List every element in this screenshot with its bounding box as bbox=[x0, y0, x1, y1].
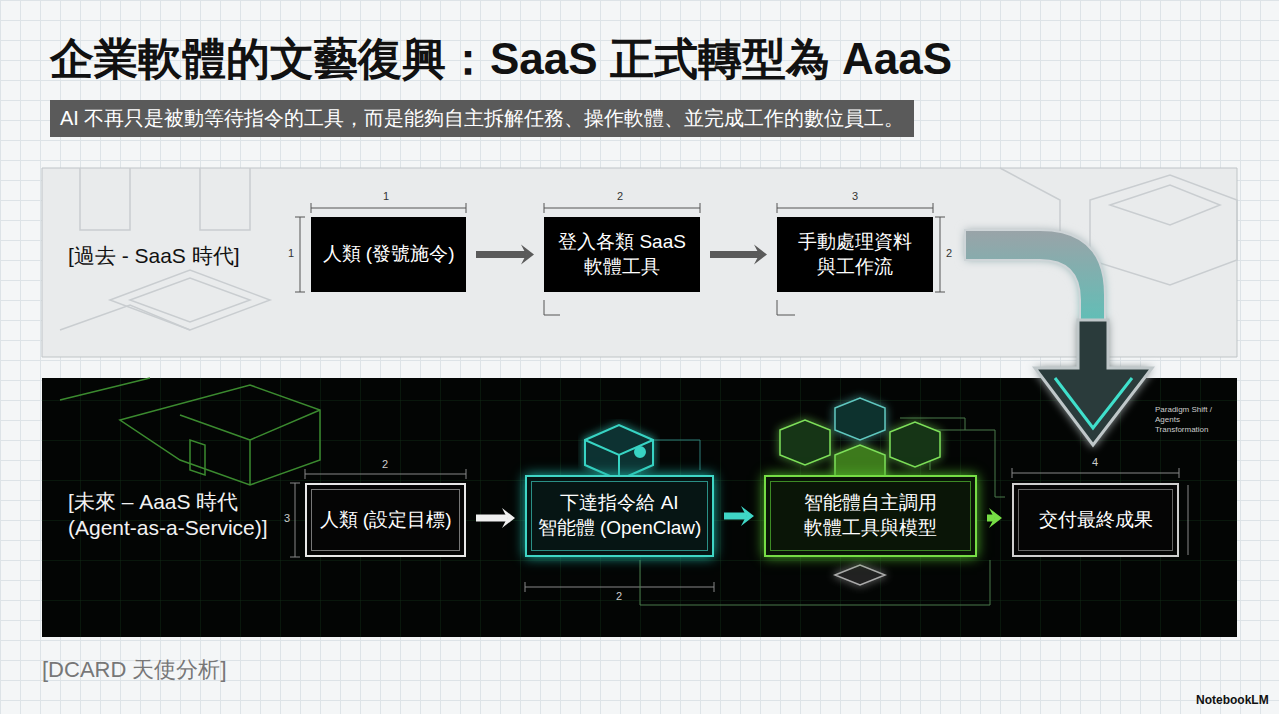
flow-arrow bbox=[476, 508, 515, 528]
box-label: 人類 (設定目標) bbox=[320, 508, 452, 533]
dimension-number: 2 bbox=[382, 458, 388, 470]
watermark: NotebookLM bbox=[1196, 693, 1269, 707]
era-band: [過去 - SaaS 時代] 人類 (發號施令) 登入各類 SaaS 軟體工具 手動處… bbox=[42, 168, 1237, 357]
process-box: 人類 (設定目標) bbox=[305, 483, 466, 557]
flow-arrow bbox=[724, 506, 754, 526]
box-label: 登入各類 SaaS 軟體工具 bbox=[555, 230, 689, 279]
era-label: [過去 - SaaS 時代] bbox=[68, 242, 268, 270]
flow-arrow bbox=[710, 245, 767, 265]
box-label: 智能體自主調用 軟體工具與模型 bbox=[776, 491, 965, 540]
annotation-note: Paradigm Shift / Agents Transformation bbox=[1155, 405, 1221, 435]
dimension-number: 4 bbox=[1092, 456, 1098, 468]
era-band: [未來 – AaaS 時代 (Agent-as-a-Service)] 人類 (設… bbox=[42, 378, 1237, 637]
dimension-number: 1 bbox=[383, 190, 389, 202]
box-label: 手動處理資料 與工作流 bbox=[788, 230, 922, 279]
source-note: [DCARD 天使分析] bbox=[42, 655, 227, 685]
dimension-number: 2 bbox=[616, 590, 622, 602]
dimension-number: 3 bbox=[284, 512, 290, 524]
process-box: 人類 (發號施令) bbox=[311, 217, 466, 292]
subtitle-banner: AI 不再只是被動等待指令的工具，而是能夠自主拆解任務、操作軟體、並完成工作的數… bbox=[50, 100, 914, 137]
process-box: 手動處理資料 與工作流 bbox=[777, 217, 933, 292]
process-box: 交付最終成果 bbox=[1012, 483, 1179, 557]
dimension-number: 1 bbox=[288, 247, 294, 259]
process-box: 智能體自主調用 軟體工具與模型 bbox=[764, 475, 977, 557]
dimension-number: 3 bbox=[852, 190, 858, 202]
dimension-number: 2 bbox=[946, 247, 952, 259]
process-box: 下達指令給 AI 智能體 (OpenClaw) bbox=[525, 475, 714, 557]
process-box: 登入各類 SaaS 軟體工具 bbox=[544, 217, 700, 292]
flow-arrow bbox=[987, 508, 1002, 528]
era-label: [未來 – AaaS 時代 (Agent-as-a-Service)] bbox=[68, 488, 298, 540]
box-label: 人類 (發號施令) bbox=[323, 242, 455, 267]
dimension-number: 2 bbox=[617, 190, 623, 202]
title: 企業軟體的文藝復興：SaaS 正式轉型為 AaaS bbox=[50, 30, 952, 89]
flow-arrow bbox=[476, 245, 534, 265]
box-label: 下達指令給 AI 智能體 (OpenClaw) bbox=[537, 491, 702, 540]
box-label: 交付最終成果 bbox=[1039, 508, 1153, 533]
